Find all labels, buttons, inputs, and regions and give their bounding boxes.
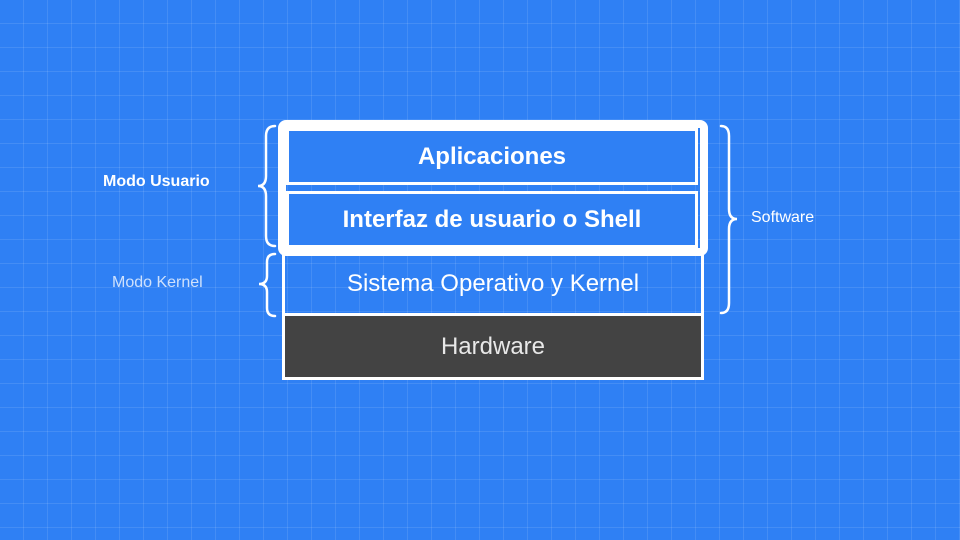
software-label: Software: [751, 209, 815, 226]
user-mode-label: Modo Usuario: [103, 173, 210, 190]
kernel-mode-brace: [258, 252, 277, 318]
hardware-layer-label: Hardware: [440, 332, 546, 360]
user-mode-brace: [257, 124, 277, 248]
user-mode-frame: [278, 120, 708, 256]
kernel-mode-label: Modo Kernel: [112, 274, 203, 291]
kernel-layer-label: Sistema Operativo y Kernel: [346, 270, 640, 297]
hardware-layer: Hardware: [282, 313, 704, 380]
kernel-layer: Sistema Operativo y Kernel: [282, 252, 704, 316]
shell-layer-label: Interfaz de usuario o Shell: [342, 205, 642, 233]
applications-layer: Aplicaciones: [286, 128, 698, 185]
shell-layer: Interfaz de usuario o Shell: [286, 191, 698, 248]
software-brace: [719, 124, 738, 315]
applications-layer-label: Aplicaciones: [417, 142, 567, 170]
